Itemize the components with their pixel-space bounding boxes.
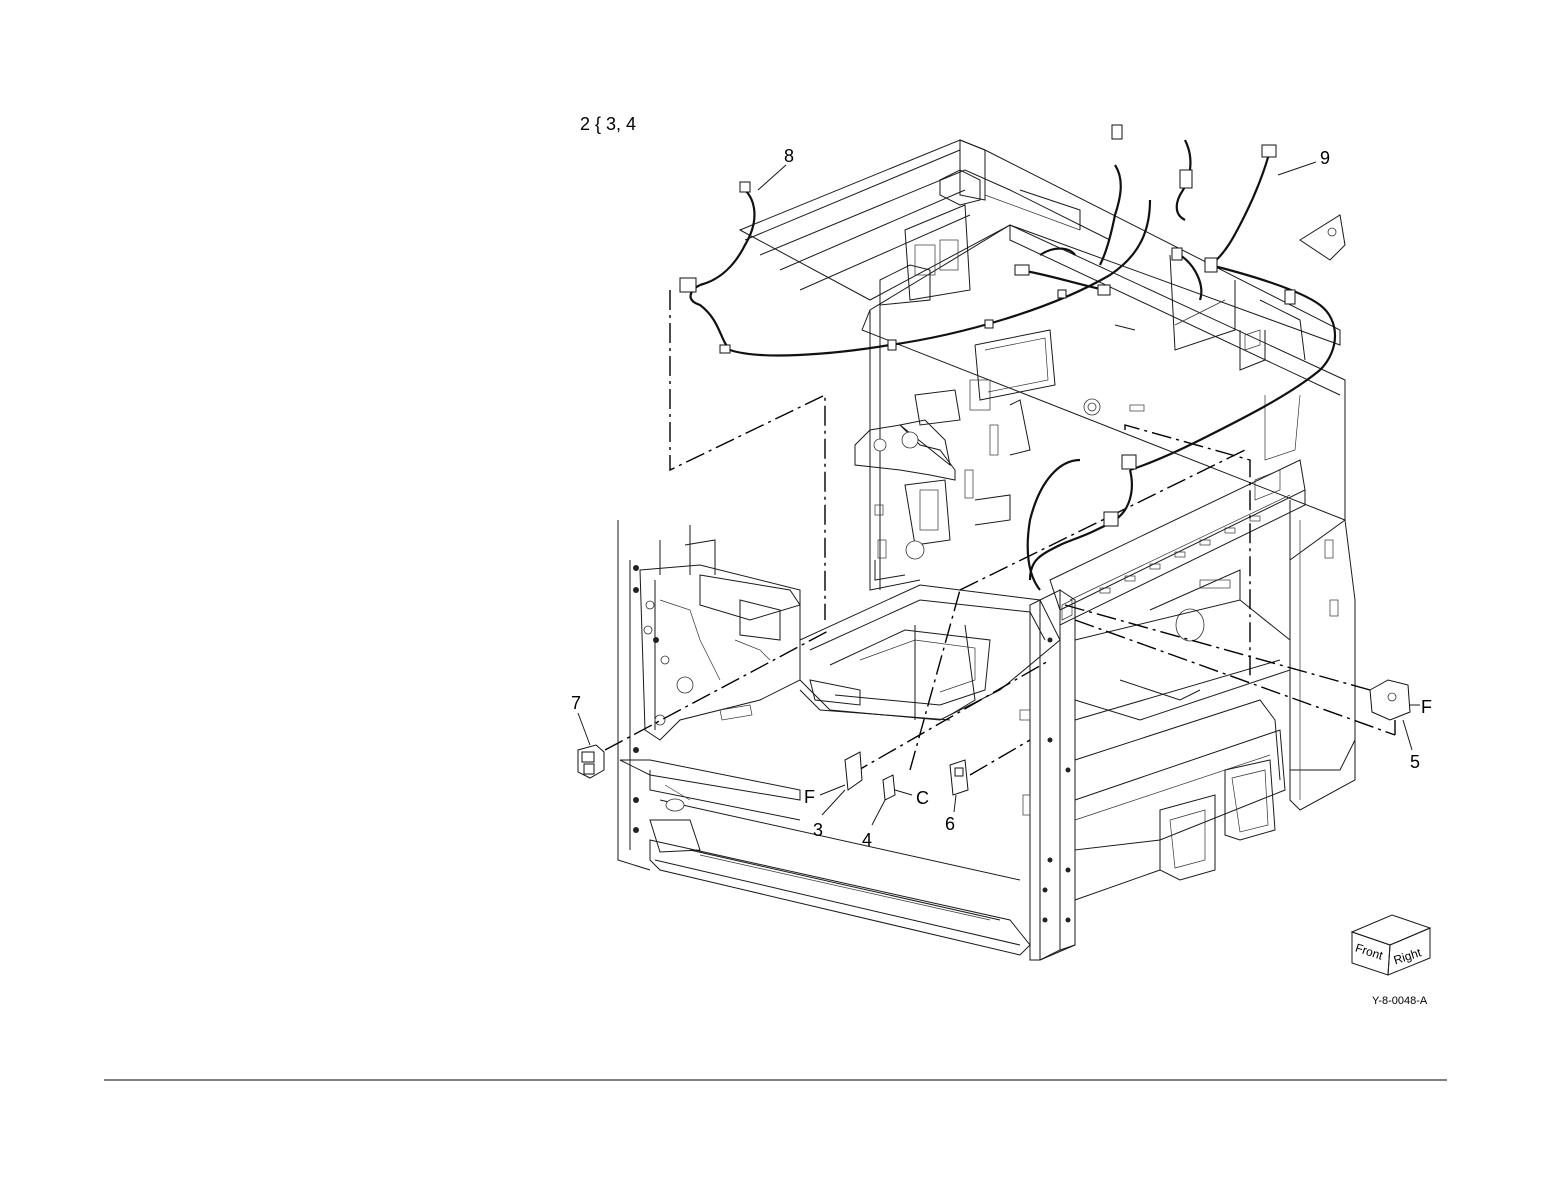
leader-lines <box>578 162 1420 825</box>
callout-7: 7 <box>571 693 581 713</box>
figure-code: Y-8-0048-A <box>1372 995 1428 1007</box>
letter-c-mid: C <box>916 788 929 808</box>
callout-4: 4 <box>862 830 872 850</box>
front-corner-post <box>1020 590 1075 960</box>
right-rail <box>1050 460 1305 641</box>
callout-8: 8 <box>784 146 794 166</box>
callout-9: 9 <box>1320 148 1330 168</box>
cube-front-label: Front <box>1354 941 1386 963</box>
wire-harness-9 <box>1028 145 1335 590</box>
callout-5: 5 <box>1410 752 1420 772</box>
letter-f-left: F <box>804 787 815 807</box>
rail-slots <box>1100 516 1260 593</box>
group-label: 2 { 3, 4 <box>580 114 636 134</box>
callout-6: 6 <box>945 814 955 834</box>
guide-lines <box>605 290 1395 775</box>
letter-f-right: F <box>1421 697 1432 717</box>
part-4-clip <box>883 775 895 800</box>
part-7-bracket <box>578 745 604 778</box>
bottom-base <box>620 760 1030 955</box>
orientation-cube: Front Right <box>1352 915 1430 975</box>
part-3-plate <box>845 752 862 790</box>
right-base <box>1075 600 1290 900</box>
cube-right-label: Right <box>1392 945 1424 967</box>
part-6-switch <box>950 760 968 795</box>
part-5-bracket <box>1370 680 1410 720</box>
callout-3: 3 <box>813 820 823 840</box>
